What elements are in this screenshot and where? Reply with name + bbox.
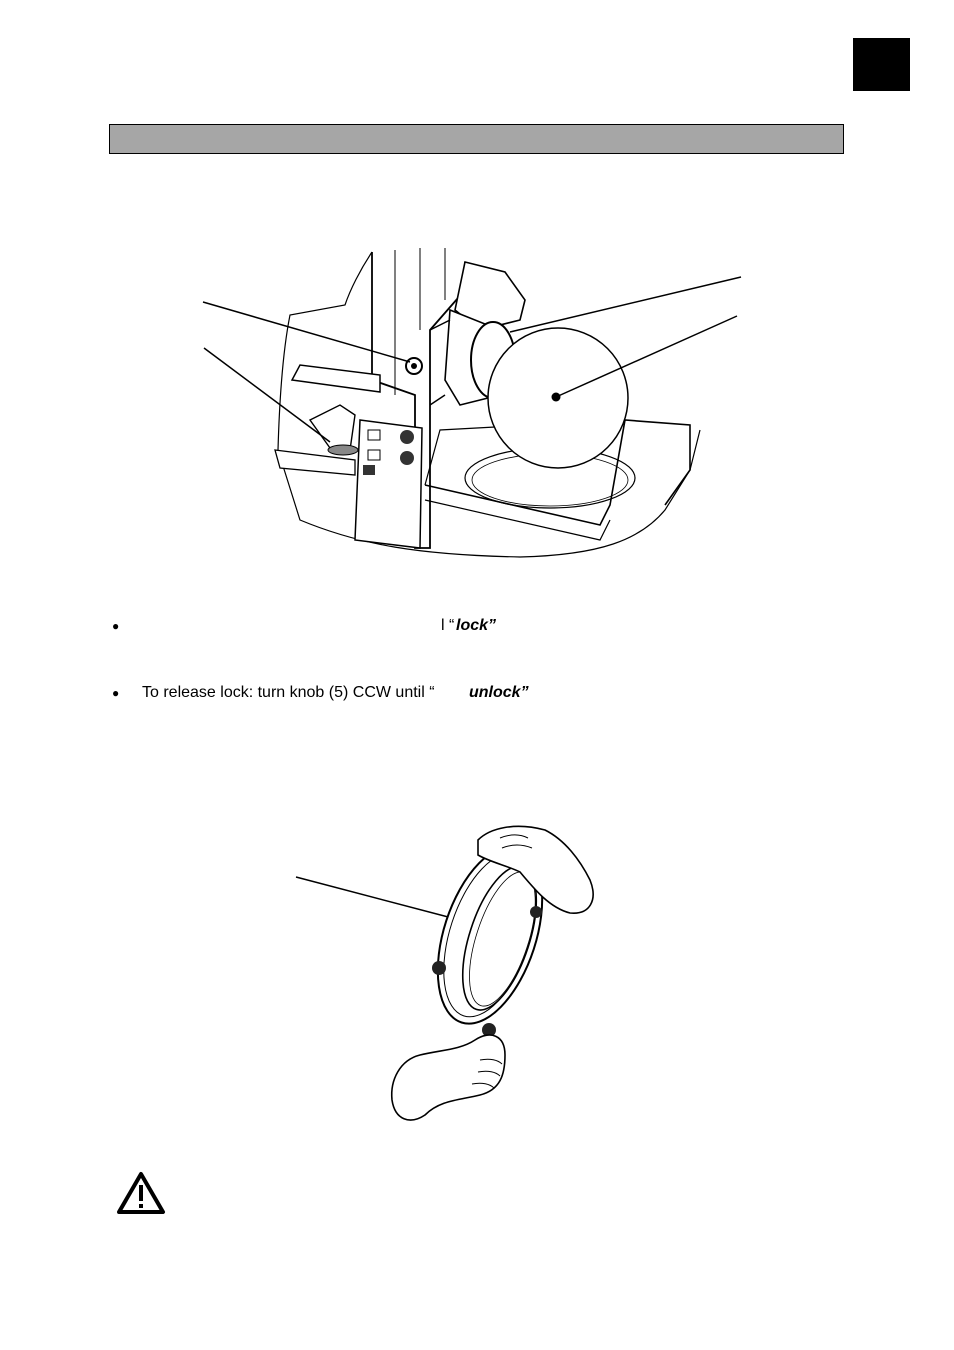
machine-illustration [202,248,742,558]
page-corner-tab [853,38,910,91]
lock-word: lock” [456,617,497,634]
lock-quote-text: l “ [441,617,455,634]
unlock-instruction-text: To release lock: turn knob (5) CCW until… [142,684,435,701]
lens-ring-illustration [295,825,594,1121]
warning-triangle-icon [116,1170,166,1216]
bullet-icon: ● [112,619,120,633]
bullet-icon: ● [112,686,120,700]
section-heading-bar [109,124,844,154]
unlock-word: unlock” [469,684,529,701]
